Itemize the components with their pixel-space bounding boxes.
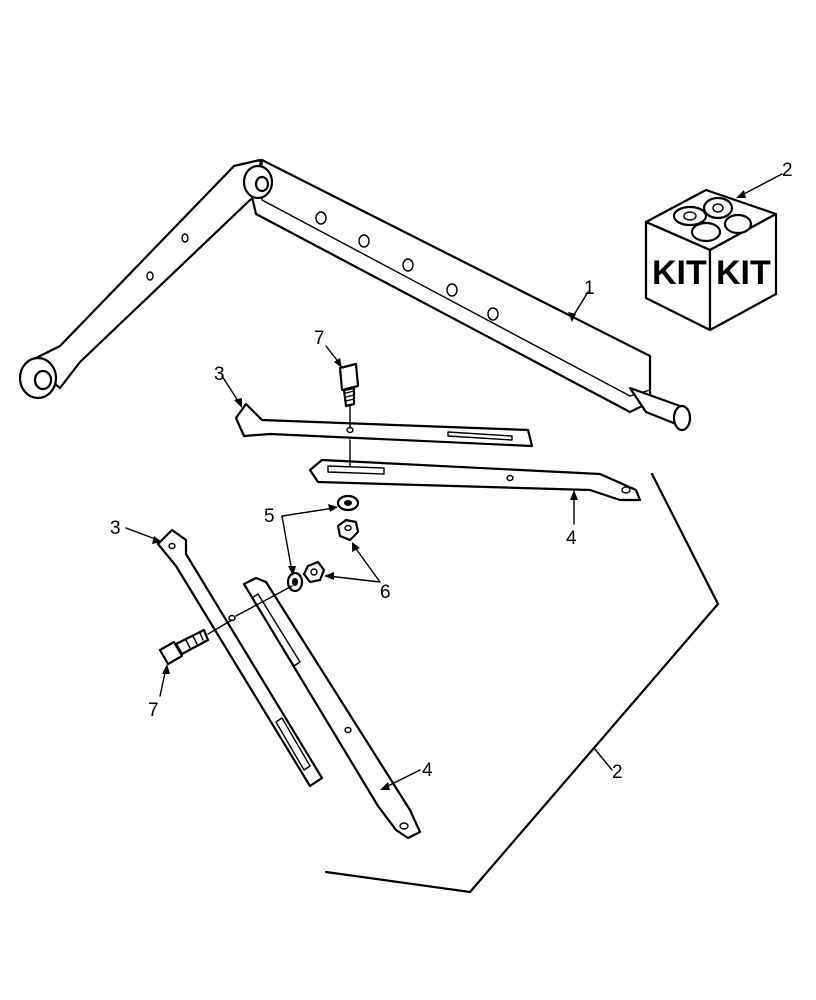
kit-box-right-face	[708, 212, 778, 332]
callout-4-top: 4	[566, 528, 577, 549]
lift-arm-link	[26, 158, 272, 390]
upper-washer-nut	[336, 494, 360, 542]
link-end-bore	[33, 369, 53, 391]
callout-3-top: 3	[214, 364, 225, 385]
callout-5: 5	[264, 506, 275, 527]
kit-label-right: KIT	[716, 254, 771, 292]
upper-bracket-3	[234, 402, 534, 448]
callout-1: 1	[584, 278, 595, 299]
callout-2-kit: 2	[782, 160, 793, 181]
group-bracket-2	[324, 472, 720, 894]
upper-strap-4	[308, 458, 642, 502]
callout-3-left: 3	[110, 518, 121, 539]
kit-label-left: KIT	[652, 254, 707, 292]
kit-hardware-icon	[672, 196, 753, 243]
upper-bolt-7	[338, 362, 360, 408]
alignment-lines	[207, 405, 351, 635]
lower-strap-4	[242, 576, 422, 840]
joint-pivot-bore	[254, 175, 270, 193]
callout-2-group: 2	[612, 762, 623, 783]
callout-labels: 1 2 2 3 3 4 4 5 6 7 7	[110, 160, 793, 783]
callout-6: 6	[380, 582, 391, 603]
lower-washer-nut	[286, 560, 326, 593]
callout-7-top: 7	[314, 328, 325, 349]
lift-arm	[18, 158, 692, 432]
link-holes	[146, 233, 189, 281]
lower-bolt-7	[158, 628, 210, 666]
lower-bracket-3	[156, 528, 324, 788]
shaft-end	[672, 404, 692, 432]
hardware-kit-box: KIT KIT	[644, 188, 778, 332]
bar-holes	[315, 211, 499, 321]
callout-4-bottom: 4	[422, 760, 433, 781]
leader-lines	[125, 173, 783, 790]
callout-7-bottom: 7	[148, 700, 159, 721]
nut-lower	[302, 560, 326, 584]
